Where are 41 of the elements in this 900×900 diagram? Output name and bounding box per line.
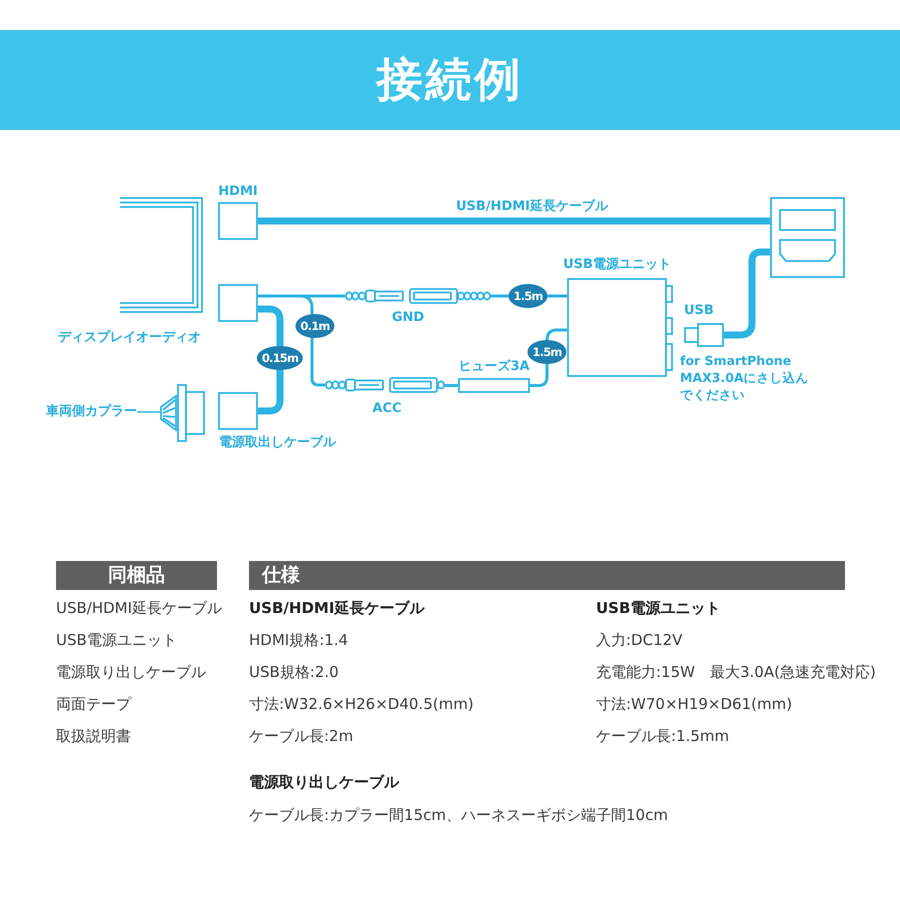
spec-heading: USB電源ユニット xyxy=(596,598,720,618)
part-label: 車両側カプラー xyxy=(46,404,137,420)
spec-text: 入力:DC12V xyxy=(596,630,682,650)
spec-text: HDMI規格:1.4 xyxy=(249,630,348,650)
part-label: ディスプレイオーディオ xyxy=(58,330,201,346)
section-header: 同梱品 xyxy=(56,561,217,590)
spec-heading: USB/HDMI延長ケーブル xyxy=(249,598,424,618)
included-item: 両面テープ xyxy=(56,694,131,714)
part-label: USB xyxy=(684,303,714,319)
length-label: 1.5m xyxy=(527,340,567,364)
length-label: 1.5m xyxy=(508,284,548,308)
spec-heading: 電源取り出しケーブル xyxy=(249,772,399,792)
spec-text: ケーブル長:1.5mm xyxy=(596,726,730,746)
leader-line xyxy=(137,411,160,413)
connector-socket xyxy=(218,284,258,322)
length-label: 0.1m xyxy=(295,314,335,338)
cable xyxy=(444,384,458,387)
included-item: 取扱説明書 xyxy=(56,726,131,746)
coupler-drawing xyxy=(160,384,206,442)
part-label: 電源取出しケーブル xyxy=(219,435,336,451)
part-label: HDMI xyxy=(218,184,258,200)
part-label: ACC xyxy=(372,401,402,417)
spec-text: ケーブル長:カプラー間15cm、ハーネスーギボシ端子間10cm xyxy=(249,805,668,825)
note-text: for SmartPhone MAX3.0Aにさし込んでください xyxy=(680,352,810,403)
included-item: USB/HDMI延長ケーブル xyxy=(56,598,222,618)
included-item: 電源取り出しケーブル xyxy=(56,662,206,682)
spec-text: ケーブル長:2m xyxy=(249,726,354,746)
cable xyxy=(258,218,770,224)
part-label: GND xyxy=(392,310,424,326)
included-item: USB電源ユニット xyxy=(56,630,177,650)
spec-text: 寸法:W32.6×H26×D40.5(mm) xyxy=(249,694,474,714)
page-title: 接続例 xyxy=(376,51,524,108)
part-label: ヒューズ3A xyxy=(458,359,530,375)
section-header: 仕様 xyxy=(249,561,845,590)
part-label: USB電源ユニット xyxy=(563,257,671,273)
spec-text: 充電能力:15W 最大3.0A(急速充電対応) xyxy=(596,662,876,682)
port-panel xyxy=(770,197,845,278)
connector-socket xyxy=(218,392,258,430)
spec-text: USB規格:2.0 xyxy=(249,662,339,682)
length-label: 0.15m xyxy=(256,346,304,370)
spec-text: 寸法:W70×H19×D61(mm) xyxy=(596,694,792,714)
